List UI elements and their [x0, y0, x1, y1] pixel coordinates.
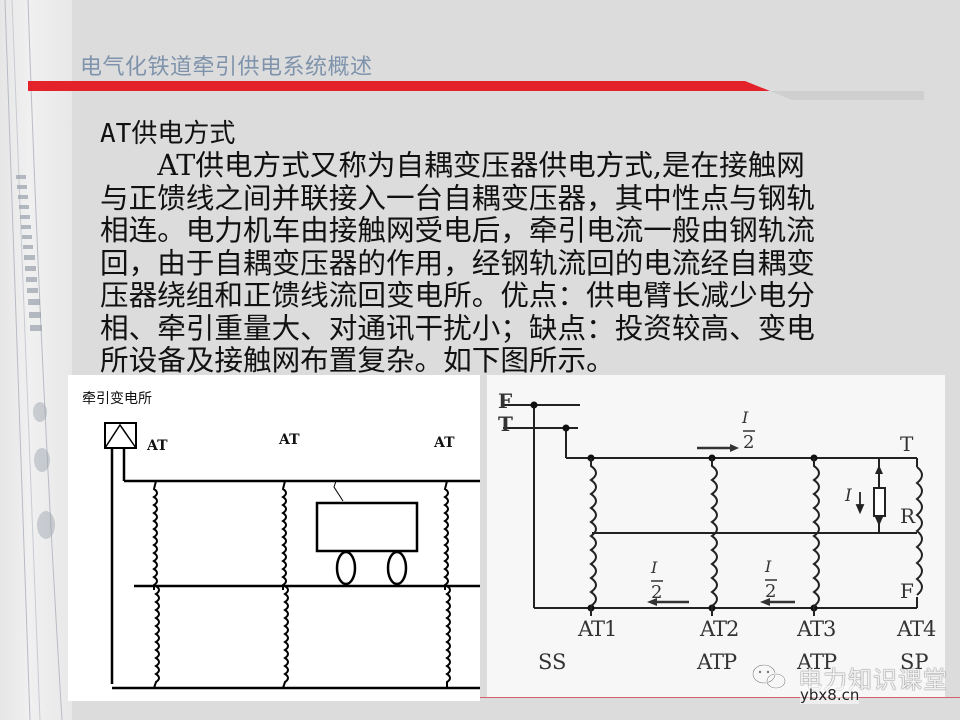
at-name: AT3	[797, 617, 836, 641]
body-paragraph: AT供电方式又称为自耦变压器供电方式,是在接触网 与正馈线之间并联接入一台自耦变…	[100, 149, 910, 377]
body-line: 相连。电力机车由接触网受电后，牵引电流一般由钢轨流	[100, 213, 815, 247]
autotransformer-coils	[589, 458, 923, 616]
heading-cjk: 供电方式	[131, 119, 236, 149]
line-label-t: T	[498, 412, 513, 436]
station-type: SP	[900, 650, 929, 674]
autotransformer-coils	[152, 480, 451, 689]
line-label-r-right: R	[900, 504, 916, 528]
current-denominator: 2	[651, 582, 663, 603]
body-line: 压器绕组和正馈线流回变电所。优点：供电臂长减少电分	[100, 278, 815, 312]
body-line: 回，由于自耦变压器的作用，经钢轨流回的电流经自耦变	[100, 245, 815, 280]
at-label: AT	[147, 438, 168, 454]
section-heading: AT供电方式	[100, 113, 235, 150]
watermark-url: ybx8.cn	[800, 686, 860, 704]
at-name: AT2	[700, 617, 739, 641]
substation-label: 牵引变电所	[82, 391, 152, 407]
current-denominator: 2	[765, 581, 777, 602]
body-line: 相、牵引重量大、对通讯干扰小；缺点：投资较高、变电	[100, 310, 815, 345]
arrow-right-icon	[730, 444, 739, 452]
current-arrows	[655, 446, 795, 604]
arrow-left-icon	[760, 598, 770, 606]
current-denominator: 2	[743, 432, 755, 453]
current-numerator: I	[765, 557, 772, 576]
current-numerator: I	[651, 558, 658, 577]
heading-latin: AT	[100, 119, 132, 149]
at-name: AT4	[897, 617, 936, 641]
line-label-f-right: F	[900, 579, 914, 603]
station-type: ATP	[797, 650, 837, 674]
station-type: ATP	[697, 650, 737, 674]
at-name: AT1	[578, 617, 617, 641]
line-label-t-right: T	[900, 432, 914, 456]
body-line: AT供电方式又称为自耦变压器供电方式,是在接触网	[100, 148, 805, 182]
at-circuit-drawing	[503, 401, 923, 616]
line-label-f: F	[498, 389, 513, 413]
at-current-flow-diagram: F T I 2 I 2 I 2 I T R F AT1 AT2 AT3 AT4 …	[487, 375, 945, 697]
body-line: 所设备及接触网布置复杂。如下图所示。	[100, 343, 615, 377]
load-current-arrow	[855, 492, 865, 515]
decorative-railway-strip	[0, 0, 72, 720]
railway-track-decoration	[4, 0, 63, 720]
at-schematic-diagram: 牵引变电所 AT AT AT	[68, 375, 480, 701]
wechat-icon	[752, 664, 786, 689]
slide-title: 电气化铁道牵引供电系统概述	[80, 55, 373, 80]
station-type: SS	[538, 650, 567, 674]
current-numerator: I	[742, 408, 749, 427]
arrow-left-icon	[647, 598, 657, 606]
at-schematic-drawing	[104, 422, 480, 690]
arrowheads	[875, 465, 883, 526]
at-label: AT	[279, 432, 300, 448]
locomotive-icon	[315, 480, 419, 586]
body-line: 与正馈线之间并联接入一台自耦变压器，其中性点与钢轨	[100, 180, 815, 215]
footer-divider	[480, 697, 960, 698]
at-label: AT	[434, 435, 455, 451]
load-current-label: I	[845, 486, 852, 506]
